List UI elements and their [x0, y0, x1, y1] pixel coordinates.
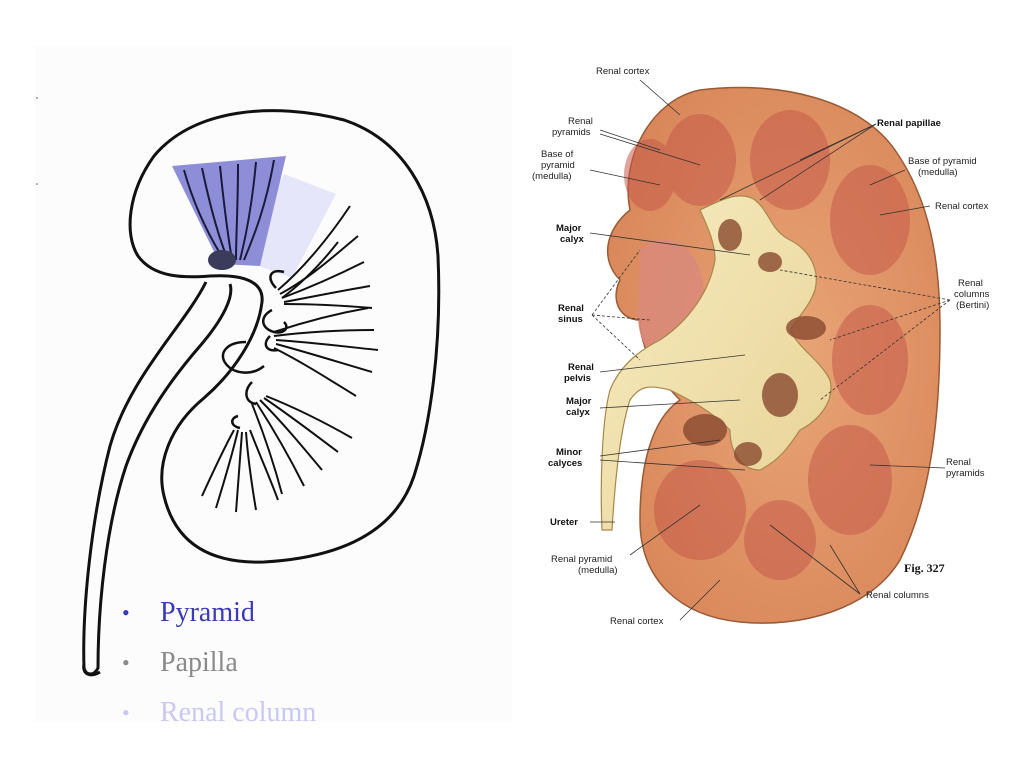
renal-pelvis: [600, 195, 832, 531]
renal-column-highlight: [242, 174, 336, 278]
ureter-end: [82, 663, 101, 677]
label-major-calyx-mid: Major: [566, 396, 592, 407]
label-base-pyramid-left: pyramid: [541, 160, 575, 171]
label-renal-columns-right: (Bertini): [956, 300, 989, 311]
pyramid-striations-mid-right: [273, 307, 379, 397]
edge-mark: [36, 97, 38, 99]
edge-mark: [36, 183, 38, 185]
pyramid-highlight: [172, 156, 286, 266]
label-renal-papillae: Renal papillae: [877, 118, 941, 129]
label-renal-cortex-bottom: Renal cortex: [610, 616, 664, 627]
bullet-icon: •: [122, 600, 130, 625]
label-renal-pelvis: pelvis: [564, 373, 591, 384]
papilla-tip: [208, 250, 236, 270]
label-major-calyx-top: Major: [556, 223, 582, 234]
label-renal-sinus: sinus: [558, 314, 583, 325]
label-major-calyx-mid: calyx: [566, 407, 590, 418]
legend-label: Pyramid: [160, 597, 255, 628]
label-renal-columns-bottom: Renal columns: [866, 590, 929, 601]
label-ureter: Ureter: [550, 517, 578, 528]
legend-item-renal-column: • Renal column: [118, 688, 316, 738]
pyramid-striations-lower-right: [251, 395, 353, 495]
legend-item-papilla: • Papilla: [118, 638, 316, 688]
label-renal-pyramids-left: Renal: [568, 116, 593, 127]
label-renal-pyramid-bottom: Renal pyramid: [551, 554, 612, 565]
legend-label: Papilla: [160, 647, 238, 678]
label-base-pyramid-left: Base of: [541, 149, 574, 160]
schematic-panel: [34, 46, 512, 722]
pyramid-striations-upper-right: [277, 205, 373, 309]
label-renal-cortex-top: Renal cortex: [596, 66, 650, 77]
label-base-pyramid-right: (medulla): [918, 167, 958, 178]
label-renal-pyramids-right: Renal: [946, 457, 971, 468]
label-renal-cortex-right: Renal cortex: [935, 201, 989, 212]
renal-pyramids: [624, 110, 910, 580]
ureter-outline: [82, 281, 233, 676]
label-base-pyramid-right: Base of pyramid: [908, 156, 977, 167]
label-base-pyramid-left: (medulla): [532, 171, 572, 182]
label-renal-pyramid-bottom: (medulla): [578, 565, 618, 576]
kidney-schematic: [36, 97, 441, 677]
bullet-icon: •: [122, 650, 130, 675]
label-renal-sinus: Renal: [558, 303, 584, 314]
label-major-calyx-top: calyx: [560, 234, 584, 245]
legend-label: Renal column: [160, 697, 317, 728]
label-minor-calyces: calyces: [548, 458, 582, 469]
pyramid-striations-bottom: [201, 429, 279, 513]
legend-item-pyramid: • Pyramid: [118, 588, 316, 638]
label-renal-pelvis: Renal: [568, 362, 594, 373]
figure-number: Fig. 327: [904, 561, 945, 575]
kidney-outline: [128, 109, 441, 564]
illustration-labels: Renal cortex Renal pyramids Base of pyra…: [532, 66, 990, 627]
label-minor-calyces: Minor: [556, 447, 582, 458]
legend-list: • Pyramid • Papilla • Renal column: [118, 588, 316, 738]
bullet-icon: •: [122, 700, 130, 725]
calyces: [683, 219, 826, 466]
label-renal-pyramids-left: pyramids: [552, 127, 591, 138]
label-renal-pyramids-right: pyramids: [946, 468, 985, 479]
leader-lines: [589, 79, 951, 621]
label-renal-columns-right: Renal: [958, 278, 983, 289]
label-renal-columns-right: columns: [954, 289, 990, 300]
